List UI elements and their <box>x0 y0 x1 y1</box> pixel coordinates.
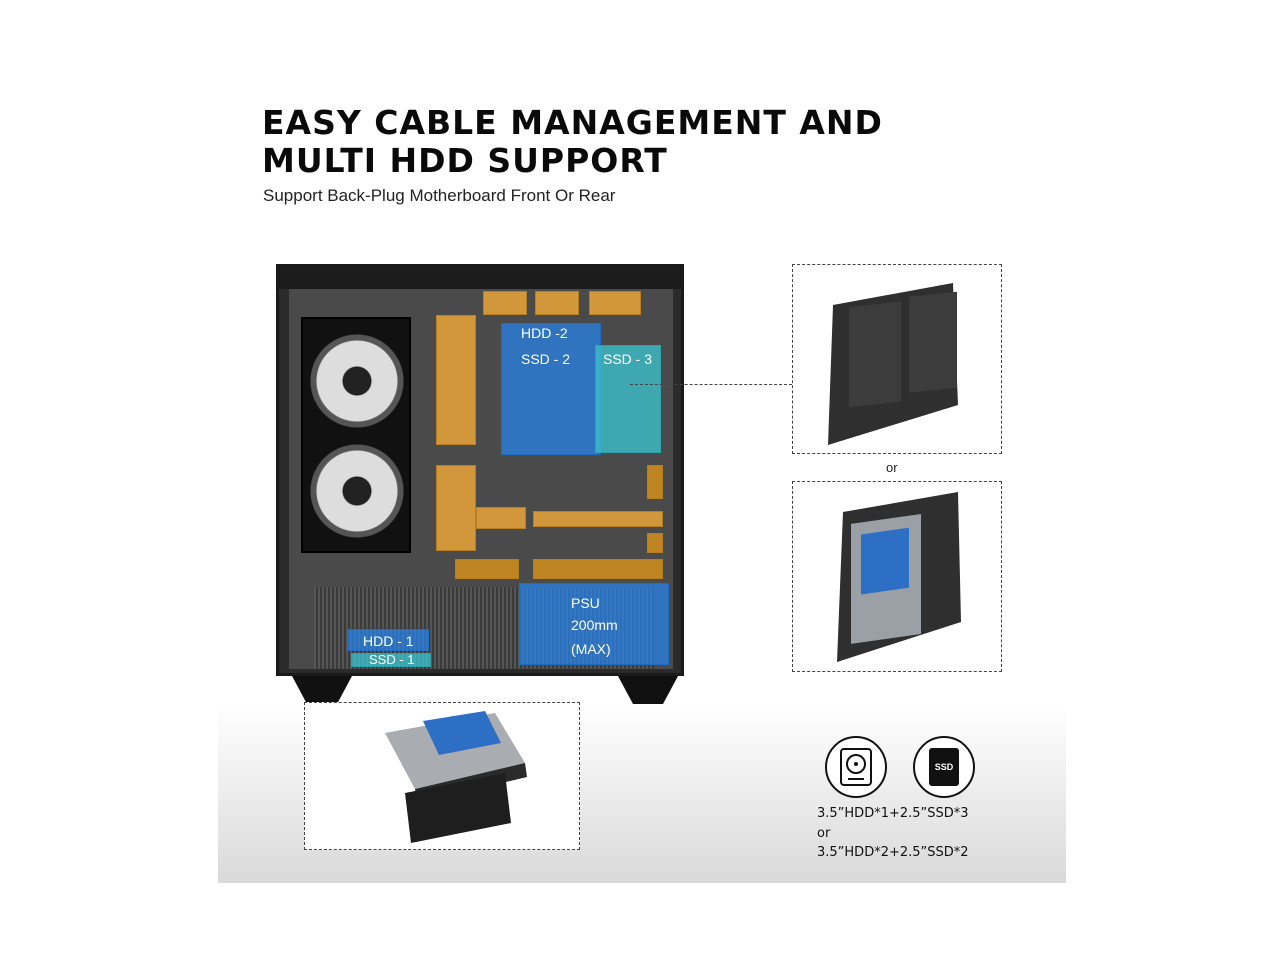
ssd-icon: SSD <box>913 736 975 798</box>
psu-label-3: (MAX) <box>571 641 611 657</box>
cable-cutout <box>533 559 663 579</box>
spec-line-2: or <box>817 826 831 841</box>
or-label: or <box>886 460 898 475</box>
cable-cutout <box>436 465 476 551</box>
cable-cutout <box>535 291 579 315</box>
hdd-bracket-detail <box>792 481 1002 672</box>
hdd1-label: HDD - 1 <box>363 633 414 649</box>
case-foot <box>618 676 678 704</box>
subtitle: Support Back-Plug Motherboard Front Or R… <box>263 186 616 205</box>
cable-cutout <box>476 507 526 529</box>
ssd-bracket-image <box>828 283 958 445</box>
ssd1-zone <box>351 653 431 667</box>
pc-case-image: HDD -2 SSD - 2 SSD - 3 PSU 200mm (MAX) H… <box>276 264 684 676</box>
hdd-bracket-image <box>837 492 961 662</box>
psu-label-1: PSU <box>571 595 600 611</box>
ssd3-label: SSD - 3 <box>603 351 653 367</box>
hdd1-zone <box>347 629 429 651</box>
hdd-icon <box>825 736 887 798</box>
spec-line-3: 3.5”HDD*2+2.5”SSD*2 <box>817 845 969 860</box>
bottom-hdd-detail <box>304 702 580 850</box>
cable-cutout <box>483 291 527 315</box>
fan-icon <box>309 331 405 431</box>
hdd2-label: HDD -2 <box>521 325 568 341</box>
ssd3-zone <box>595 345 661 453</box>
bottom-hdd-image <box>385 711 527 843</box>
hdd2-zone <box>501 323 601 455</box>
cable-cutout <box>589 291 641 315</box>
cable-cutout <box>533 511 663 527</box>
cable-cutout <box>647 465 663 499</box>
ssd-icon-label: SSD <box>934 762 954 772</box>
fan-bracket <box>301 317 411 553</box>
ssd-bracket-detail <box>792 264 1002 454</box>
fan-icon <box>309 441 405 541</box>
ssd2-label: SSD - 2 <box>521 351 571 367</box>
headline: EASY CABLE MANAGEMENT AND MULTI HDD SUPP… <box>262 104 883 180</box>
case-foot <box>292 676 352 704</box>
cable-cutout <box>455 559 519 579</box>
cable-cutout <box>647 533 663 553</box>
headline-line-1: EASY CABLE MANAGEMENT AND <box>262 103 883 142</box>
psu-label-2: 200mm <box>571 617 618 633</box>
ssd1-label: SSD - 1 <box>369 652 415 667</box>
psu-zone <box>519 583 669 665</box>
headline-line-2: MULTI HDD SUPPORT <box>262 141 668 180</box>
cable-cutout <box>436 315 476 445</box>
spec-line-1: 3.5”HDD*1+2.5”SSD*3 <box>817 806 969 821</box>
case-top-bar <box>279 267 681 289</box>
leader-line <box>630 384 792 385</box>
